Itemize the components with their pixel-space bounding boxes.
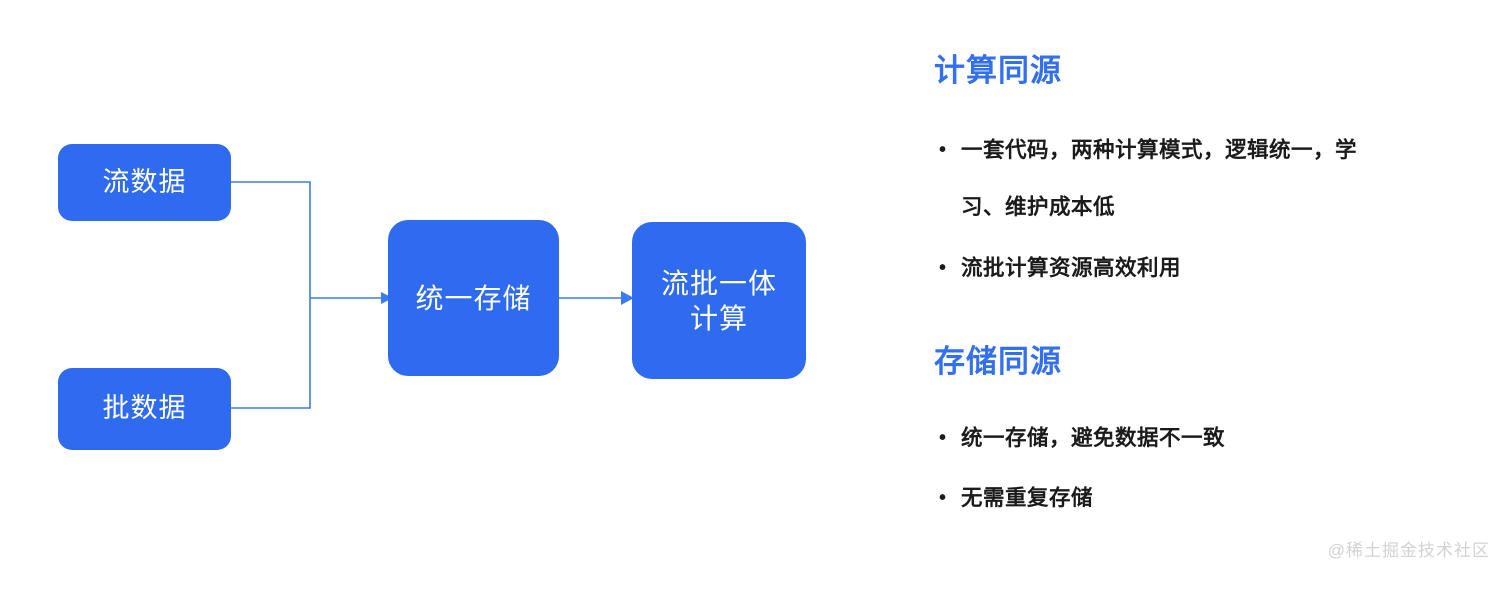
- bullet-text: 一套代码，两种计算模式，逻辑统一，学 习、维护成本低: [961, 138, 1358, 219]
- feature-text-panel: 计算同源 • 一套代码，两种计算模式，逻辑统一，学 习、维护成本低 • 流批计算…: [932, 0, 1492, 589]
- bullet-text: 无需重复存储: [961, 486, 1094, 510]
- edge-batch-to-storage: [231, 298, 311, 409]
- bullet-item: • 一套代码，两种计算模式，逻辑统一，学 习、维护成本低: [939, 122, 1409, 236]
- node-batch-data-label: 批数据: [102, 393, 187, 424]
- bullet-item: • 无需重复存储: [939, 470, 1093, 527]
- node-unified-storage-label: 统一存储: [415, 282, 532, 314]
- section-heading-storage-homology: 存储同源: [934, 344, 1062, 379]
- architecture-diagram: 流数据 批数据 统一存储 流批一体 计算: [58, 144, 806, 450]
- bullet-text: 流批计算资源高效利用: [961, 256, 1182, 280]
- bullet-text: 统一存储，避免数据不一致: [961, 426, 1226, 450]
- bullet-marker-icon: •: [939, 487, 947, 509]
- bullet-marker-icon: •: [939, 427, 947, 449]
- arrowhead-icon-storage: [381, 292, 393, 304]
- bullet-marker-icon: •: [939, 139, 947, 161]
- bullet-item: • 统一存储，避免数据不一致: [939, 410, 1225, 467]
- node-stream-batch-compute[interactable]: 流批一体 计算: [632, 222, 806, 379]
- node-stream-data[interactable]: 流数据: [58, 144, 231, 221]
- node-stream-data-label: 流数据: [102, 166, 187, 197]
- bullet-marker-icon: •: [939, 257, 947, 279]
- arrowhead-icon-compute: [621, 291, 634, 305]
- edge-stream-to-storage: [231, 181, 311, 298]
- connector-lines: [231, 181, 634, 409]
- bullet-item: • 流批计算资源高效利用: [939, 240, 1181, 297]
- node-unified-storage[interactable]: 统一存储: [388, 220, 559, 376]
- watermark: @稀土掘金技术社区: [1327, 541, 1490, 560]
- node-stream-batch-compute-label: 流批一体 计算: [660, 267, 777, 334]
- section-heading-compute-homology: 计算同源: [934, 53, 1062, 88]
- node-batch-data[interactable]: 批数据: [58, 368, 231, 450]
